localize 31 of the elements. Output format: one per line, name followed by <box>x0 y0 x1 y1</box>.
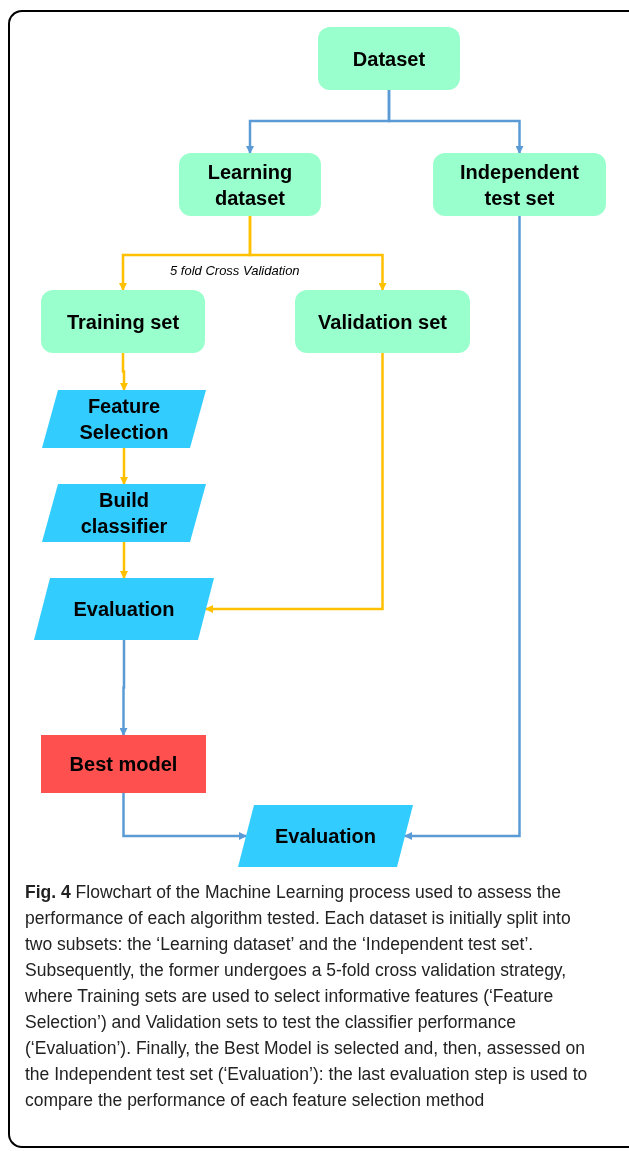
node-label: Feature Selection <box>78 394 170 445</box>
arrow <box>122 793 247 840</box>
node-label: Evaluation <box>72 597 176 622</box>
node-label: Evaluation <box>273 824 378 849</box>
node-label: Training set <box>65 309 181 335</box>
data-box <box>41 290 205 353</box>
arrow <box>248 216 387 291</box>
data-box <box>179 153 321 216</box>
arrow <box>404 216 521 840</box>
result-box <box>41 735 206 793</box>
arrow <box>120 353 128 391</box>
node-label: Build classifier <box>79 488 169 539</box>
node-label: Best model <box>68 752 179 777</box>
data-box <box>318 27 460 90</box>
node-label: Learning dataset <box>206 159 294 211</box>
process-parallelogram <box>42 390 206 448</box>
node-label: Validation set <box>317 309 448 335</box>
node-label: Independent test set <box>459 159 580 211</box>
arrow <box>120 448 128 485</box>
node-label: Dataset <box>351 46 427 72</box>
annotation-text: 5 fold Cross Validation <box>170 262 300 280</box>
figure-caption: Fig. 4 Flowchart of the Machine Learning process used to assess the performance of each algorithm tested. Each dataset is initially split into two subsets: the ‘Learning dataset’ and the ‘Independent test set’. Subsequently, the former undergoes a 5-fold cross validation strategy, where Training sets are used to select informative features (‘Feature Selection’) and Validation sets to test the classifier performance (‘Evaluation’). Finally, the Best Model is selected and, then, assessed on the Independent test set (‘Evaluation’): the last evaluation step is used to compare the performance of each feature selection method <box>25 881 589 1112</box>
process-parallelogram <box>42 484 206 542</box>
arrow <box>205 353 384 613</box>
arrow <box>120 542 128 579</box>
data-box <box>295 290 470 353</box>
process-parallelogram <box>238 805 413 867</box>
process-parallelogram <box>34 578 214 640</box>
arrow <box>387 90 524 154</box>
data-box <box>433 153 606 216</box>
arrow <box>119 640 128 736</box>
